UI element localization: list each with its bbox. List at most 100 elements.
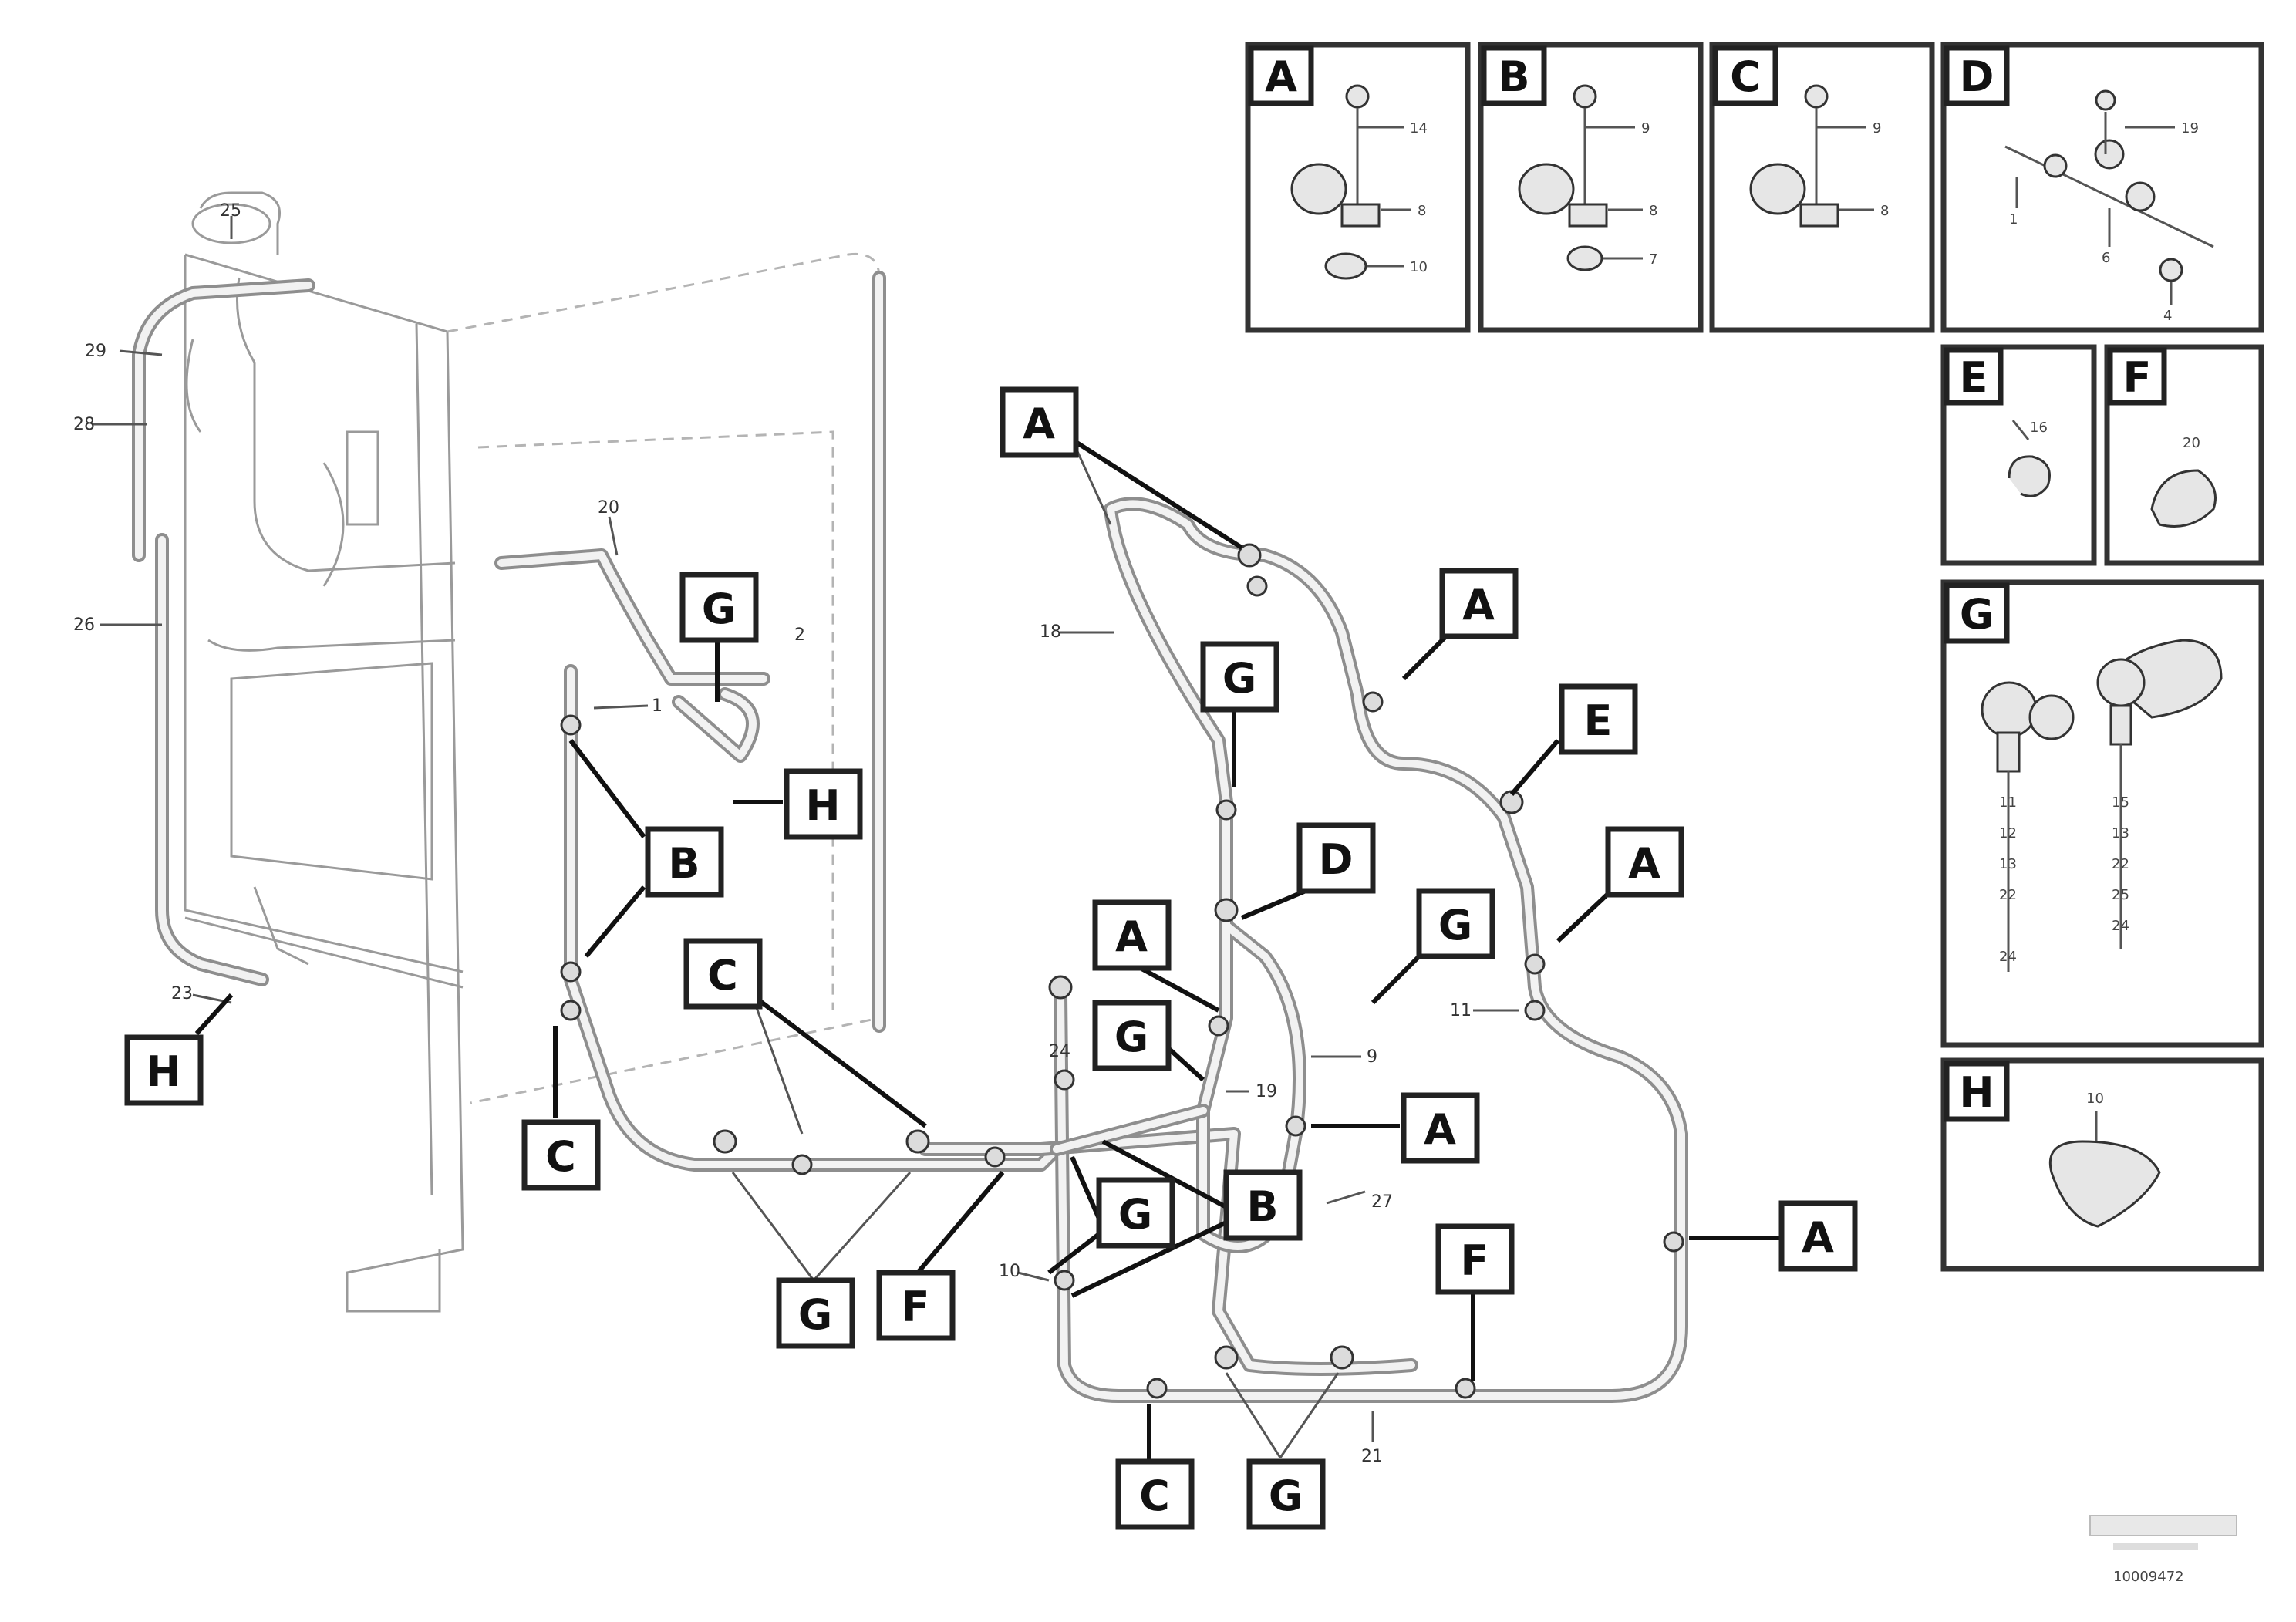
tag-C-bottom: C [1115,1458,1195,1530]
tag-G-low: G [776,1277,855,1349]
part-number-21: 21 [1361,1447,1383,1466]
svg-text:A: A [1802,1213,1834,1262]
callout-25: 25 [2112,887,2129,903]
part-number-9: 9 [1367,1047,1377,1067]
tag-F-left: F [876,1270,956,1341]
part-numbers: 25 29 28 26 23 20 1 2 18 11 9 19 24 27 2… [73,201,1519,1466]
svg-text:F: F [902,1283,930,1331]
letter-tags: H B G H C C G F A G A E A D G A G A B G … [124,386,1858,1530]
callout-6: 6 [2102,250,2110,266]
callout-13: 13 [2112,825,2129,841]
callout-9: 9 [1641,120,1650,137]
tag-C-left: C [521,1119,601,1191]
callout-15: 15 [2112,794,2129,811]
tag-G-cab: G [679,572,759,643]
detail-panel-A: A 14 8 10 [1245,42,1471,333]
callout-24: 24 [2112,918,2129,934]
tag-C-mid: C [683,938,763,1010]
detail-panel-D: D 19 1 6 4 [1940,42,2264,333]
callout-12: 12 [1999,825,2017,841]
svg-text:G: G [1118,1190,1152,1239]
callout-13: 13 [1999,856,2017,872]
svg-text:C: C [545,1132,576,1181]
svg-text:G: G [702,585,736,633]
svg-text:A: A [1023,400,1055,448]
tag-A-upper-right: A [1439,568,1519,639]
tag-B-center: B [1223,1169,1303,1241]
tag-G-top: G [1200,641,1279,713]
tag-A-top: A [1000,386,1079,458]
detail-panel-E: E 16 [1940,344,2097,566]
callout-4: 4 [2163,308,2172,324]
svg-text:H: H [805,781,840,830]
detail-panel-H: H 10 [1940,1057,2264,1272]
drawing-reference: 10009472 [2089,1515,2237,1585]
svg-text:G: G [1269,1472,1303,1520]
part-number-2: 2 [794,626,805,645]
svg-text:E: E [1960,353,1988,402]
tag-D: D [1296,822,1376,894]
tag-A-center-right: A [1401,1092,1480,1164]
svg-text:A: A [1115,912,1148,961]
callout-10: 10 [2086,1091,2104,1107]
tag-E: E [1559,683,1638,755]
callout-24: 24 [1999,949,2017,965]
cab-frame [132,191,886,1313]
detail-panel-G: G 11 12 13 22 24 15 13 22 25 24 [1940,579,2264,1048]
svg-text:C: C [1139,1472,1170,1520]
svg-text:H: H [146,1047,180,1096]
part-number-25: 25 [220,201,241,221]
detail-panel-B: B 9 8 7 [1478,42,1704,333]
tag-G-bottom: G [1246,1458,1326,1530]
part-number-28: 28 [73,415,95,434]
tag-H-left: H [124,1034,204,1106]
callout-8: 8 [1880,203,1889,219]
callout-16: 16 [2030,420,2048,436]
tag-G-mid: G [1092,1000,1172,1071]
svg-text:A: A [1424,1105,1456,1154]
svg-text:B: B [1498,52,1529,101]
tag-leaders [194,437,1782,1462]
callout-1: 1 [2009,211,2018,228]
svg-text:G: G [798,1290,832,1339]
svg-text:B: B [668,839,700,888]
callout-11: 11 [1999,794,2017,811]
callout-20: 20 [2183,435,2200,451]
part-number-1: 1 [652,696,663,716]
part-number-23: 23 [171,984,193,1003]
callout-22: 22 [2112,856,2129,872]
tag-A-right: A [1605,826,1684,898]
hose-clamps [560,543,1684,1399]
svg-text:B: B [1246,1182,1278,1231]
callout-19: 19 [2181,120,2199,137]
tag-A-far-right: A [1778,1200,1858,1272]
svg-text:A: A [1628,839,1660,888]
tag-G-center: G [1096,1177,1175,1249]
part-number-19: 19 [1256,1082,1277,1101]
svg-text:G: G [1222,654,1256,703]
callout-8: 8 [1649,203,1657,219]
detail-panel-C: C 9 8 [1709,42,1935,333]
svg-text:E: E [1584,696,1613,745]
callout-8: 8 [1418,203,1426,219]
svg-text:A: A [1265,52,1297,101]
svg-text:G: G [1114,1013,1148,1061]
callout-7: 7 [1649,251,1657,268]
svg-text:C: C [1730,52,1761,101]
callout-10: 10 [1410,259,1428,275]
svg-text:G: G [1960,590,1994,639]
tag-B-left: B [645,826,724,898]
svg-text:D: D [1319,835,1354,884]
callout-9: 9 [1873,120,1881,137]
svg-text:F: F [1461,1236,1489,1285]
part-number-18: 18 [1040,622,1061,642]
part-number-24: 24 [1049,1042,1070,1061]
tag-H-cab: H [784,768,863,840]
svg-text:G: G [1438,901,1472,949]
part-number-20: 20 [598,498,619,518]
hose-routes [494,497,1688,1403]
part-number-10: 10 [999,1262,1020,1281]
part-number-26: 26 [73,615,95,635]
callout-22: 22 [1999,887,2017,903]
